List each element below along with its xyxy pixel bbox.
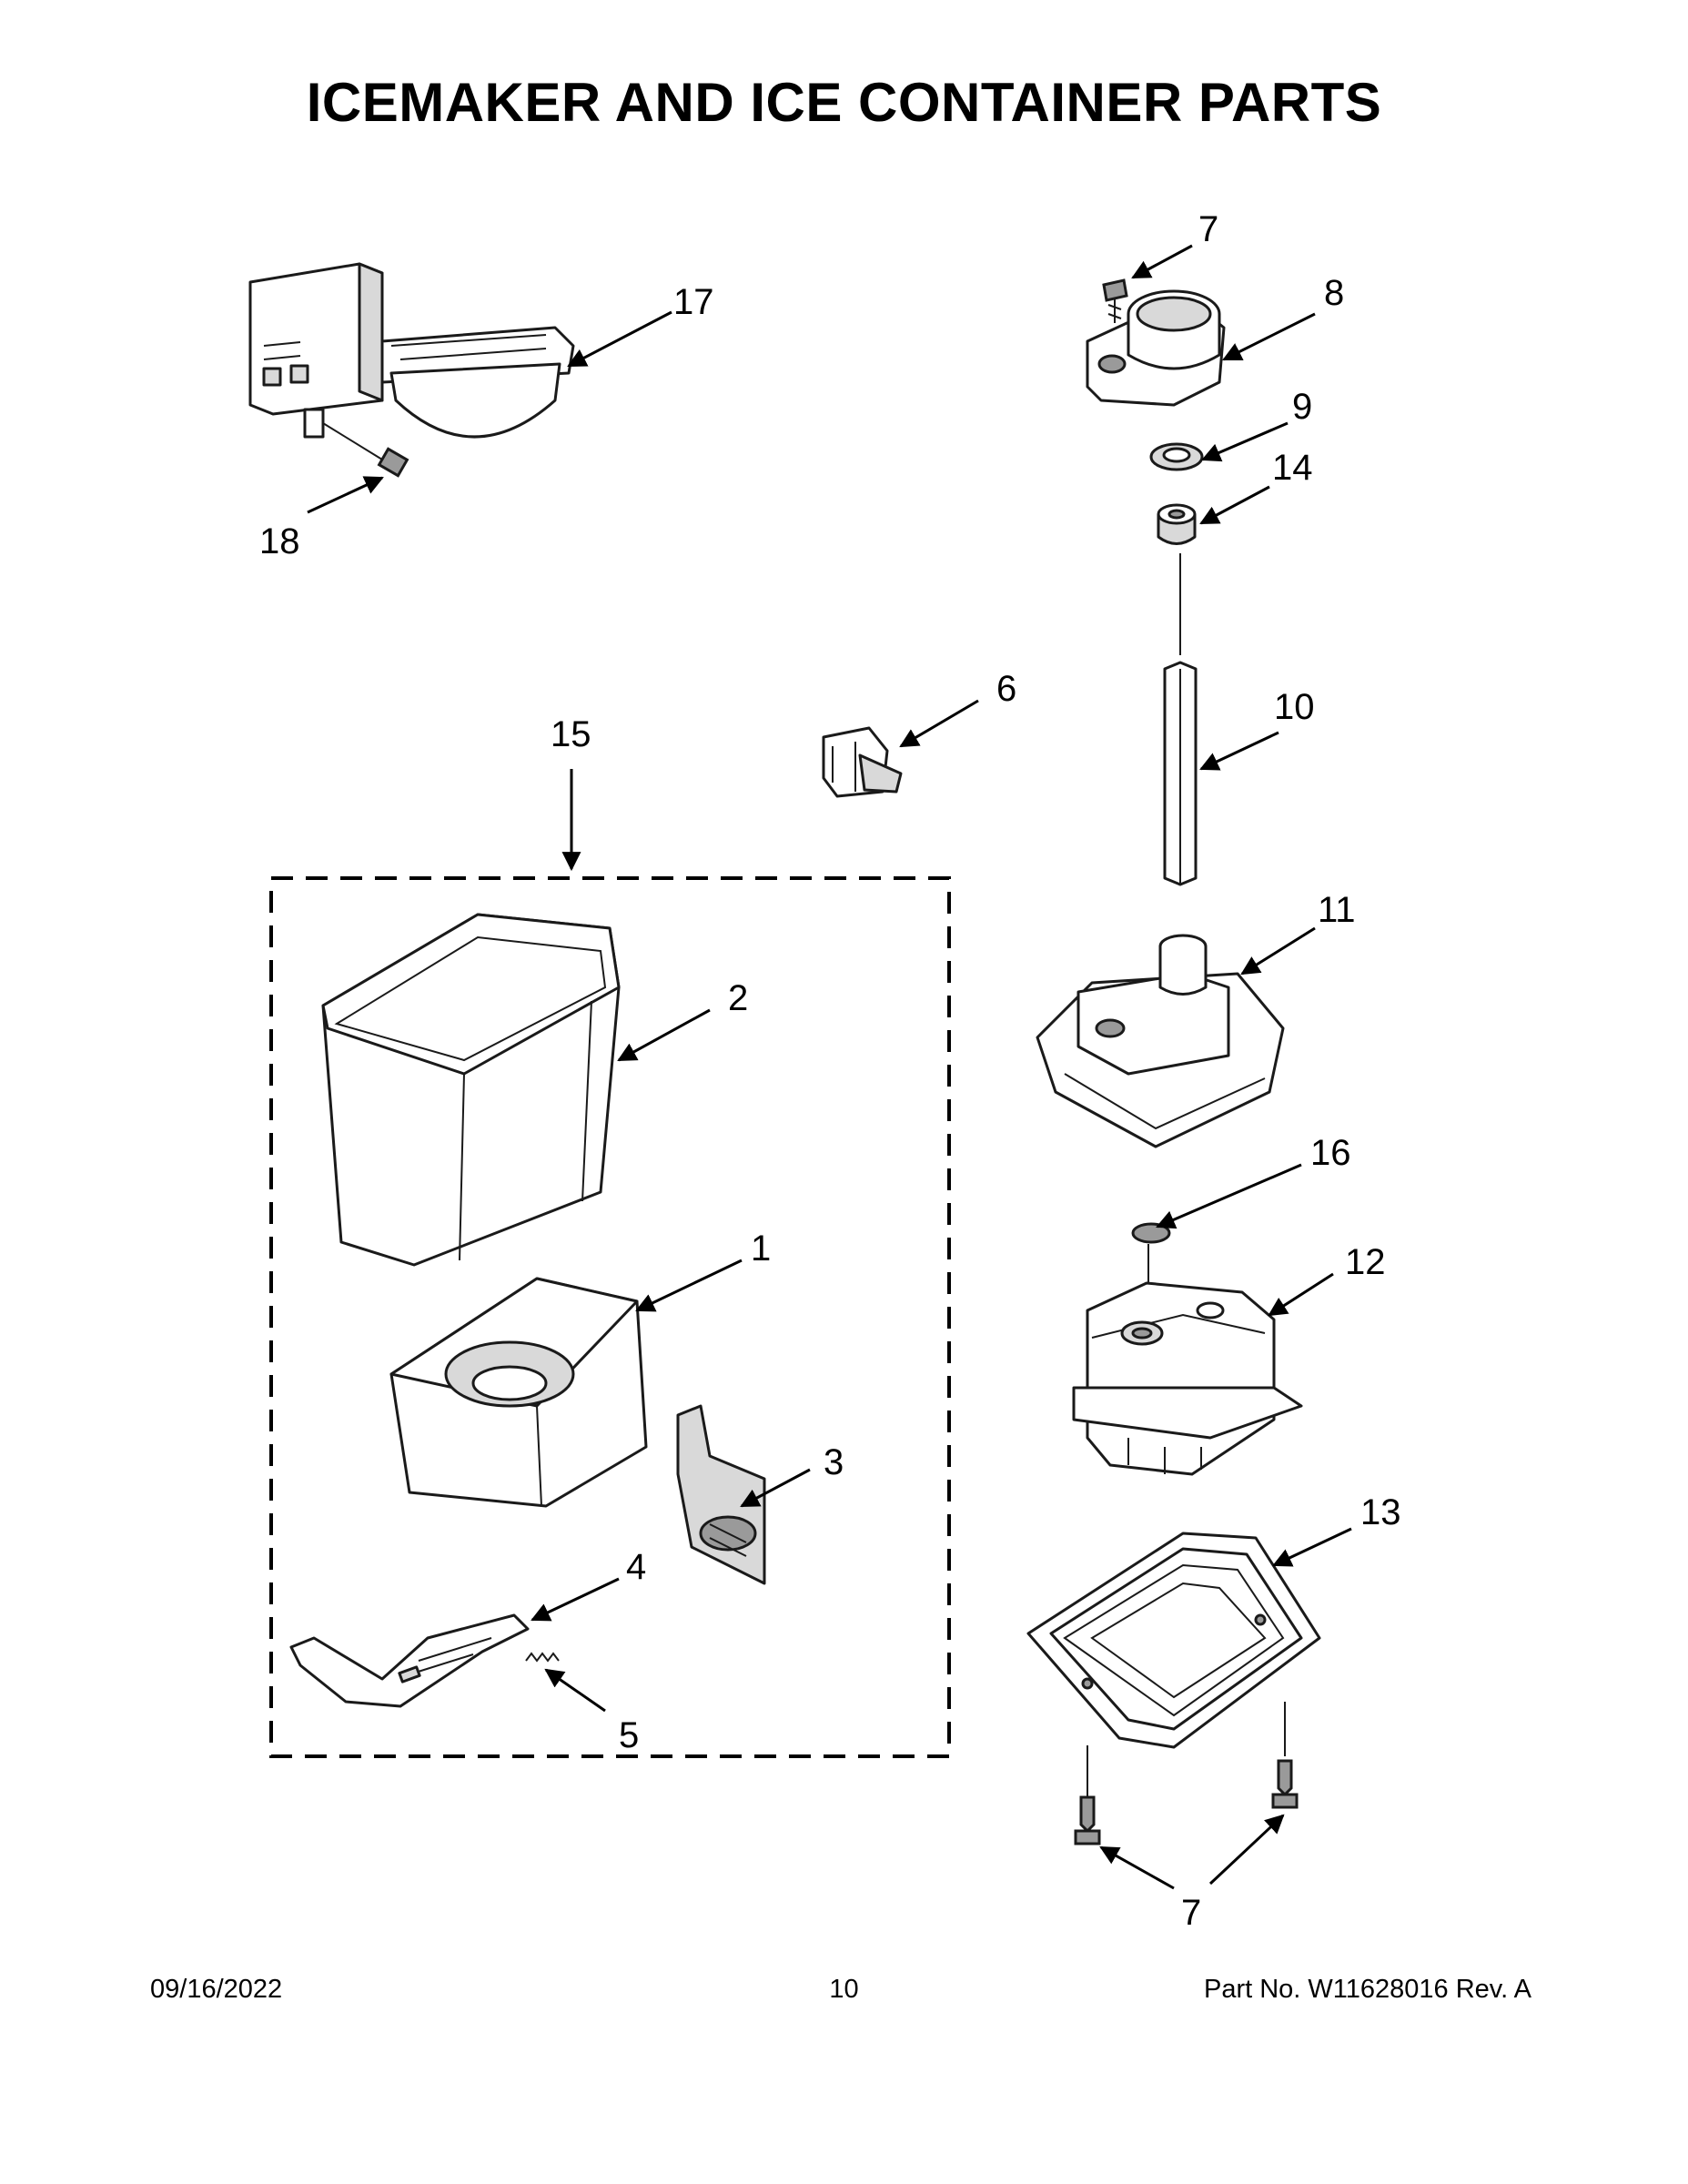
clip-6[interactable] xyxy=(822,726,903,798)
callout-10: 10 xyxy=(1274,687,1315,727)
callout-14: 14 xyxy=(1272,448,1313,488)
ice-bin-2[interactable] xyxy=(321,913,621,1267)
callout-2: 2 xyxy=(728,978,748,1018)
icemaker-assembly[interactable] xyxy=(248,262,575,439)
ice-container-assembly-box xyxy=(269,876,951,1758)
auger-bowl-1[interactable] xyxy=(389,1277,648,1508)
screw-7-top[interactable] xyxy=(1102,278,1128,323)
callout-9: 9 xyxy=(1292,387,1312,427)
callout-17: 17 xyxy=(673,282,714,322)
callout-1: 1 xyxy=(751,1228,771,1269)
callout-3: 3 xyxy=(824,1442,844,1482)
footer-date: 09/16/2022 xyxy=(150,1975,283,2004)
callout-15: 15 xyxy=(551,714,591,754)
callout-18: 18 xyxy=(259,521,300,561)
motor-12[interactable] xyxy=(1072,1281,1303,1476)
footer-part-info: Part No. W11628016 Rev. A xyxy=(1203,1975,1531,2004)
washer-9[interactable] xyxy=(1149,442,1204,471)
callout-7-top: 7 xyxy=(1198,209,1218,249)
bushing-14[interactable] xyxy=(1157,503,1197,545)
screw-7-bottom-right[interactable] xyxy=(1271,1759,1299,1809)
shaft-10[interactable] xyxy=(1163,661,1198,886)
callout-7-bottom: 7 xyxy=(1181,1893,1201,1933)
callout-8: 8 xyxy=(1324,273,1344,313)
screw-7-bottom-left[interactable] xyxy=(1074,1795,1101,1845)
leader-lines xyxy=(307,244,1352,1890)
callout-16: 16 xyxy=(1310,1133,1351,1173)
callout-12: 12 xyxy=(1345,1242,1386,1282)
screw-18[interactable] xyxy=(322,422,409,478)
washer-16[interactable] xyxy=(1131,1222,1171,1244)
footer-page-number: 10 xyxy=(829,1975,859,2004)
callout-11: 11 xyxy=(1318,890,1356,930)
lever-4[interactable] xyxy=(289,1613,530,1708)
page-title: ICEMAKER AND ICE CONTAINER PARTS xyxy=(306,72,1382,133)
baffle-3[interactable] xyxy=(676,1404,766,1585)
spring-5[interactable] xyxy=(525,1652,560,1663)
bearing-bracket[interactable] xyxy=(1086,289,1226,407)
callout-4: 4 xyxy=(626,1547,646,1587)
auger-housing-11[interactable] xyxy=(1036,934,1285,1148)
callout-6: 6 xyxy=(996,669,1016,709)
callout-5: 5 xyxy=(619,1715,639,1755)
tray-13[interactable] xyxy=(1026,1532,1321,1749)
callout-13: 13 xyxy=(1360,1492,1401,1532)
